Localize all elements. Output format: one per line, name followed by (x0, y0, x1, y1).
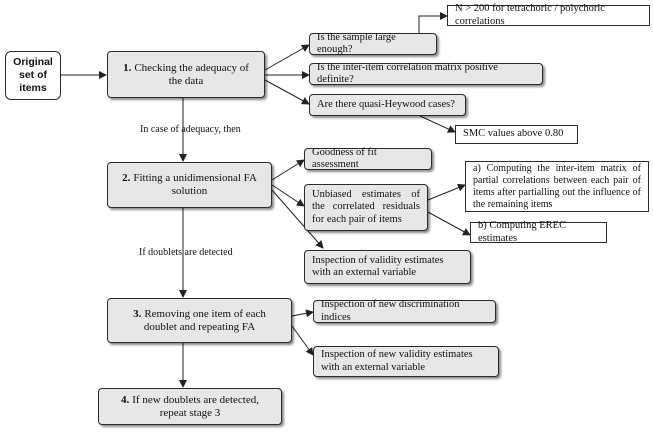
sample-size-question-box: Is the sample large enough? (309, 32, 437, 55)
positive-definite-question-box: Is the inter-item correlation matrix pos… (309, 62, 543, 85)
arrow-sample-to-n200 (418, 12, 448, 33)
doublets-condition-label: If doublets are detected (139, 247, 233, 258)
new-validity-estimates-box: Inspection of new validity estimates wit… (313, 346, 499, 377)
stage-3-box: 3.Removing one item of each doublet and … (107, 298, 292, 343)
stage-4-number: 4. (121, 393, 130, 406)
smc-criterion-box: SMC values above 0.80 (455, 125, 578, 144)
stage-2-number: 2. (122, 172, 131, 184)
stage-4-text: If new doublets are detected, repeat sta… (132, 393, 259, 419)
stage-3-number: 3. (133, 307, 142, 320)
arrow-stage2-to-unbiased (271, 184, 305, 207)
arrow-stage2-to-gof (271, 159, 305, 181)
arrow-stage2-to-validity1 (271, 189, 324, 249)
heywood-question-box: Are there quasi-Heywood cases? (309, 94, 466, 116)
arrow-heywood-to-smc (419, 115, 456, 133)
stage-3-text: Removing one item of each doublet and re… (143, 307, 266, 333)
stage-1-box: 1.Checking the adequacy of the data (107, 51, 265, 98)
stage-1-number: 1. (123, 61, 132, 74)
validity-estimates-box: Inspection of validity estimates with an… (304, 250, 471, 284)
arrow-unbiased-to-partial (427, 183, 466, 201)
adequacy-condition-label: In case of adequacy, then (140, 124, 241, 135)
stage-2-box: 2.Fitting a unidimensional FA solution (107, 162, 272, 208)
arrow-stage3-to-validity2 (291, 325, 314, 356)
arrow-stage1-to-sample (264, 44, 310, 71)
goodness-of-fit-box: Goodness of fit assessment (304, 147, 432, 170)
sample-size-criterion-box: N > 200 for tetrachoric / polychoric cor… (447, 3, 650, 27)
stage-2-text: Fitting a unidimensional FA solution (133, 172, 257, 197)
stage-4-box: 4.If new doublets are detected, repeat s… (98, 388, 282, 425)
stage-1-text: Checking the adequacy of the data (134, 61, 249, 87)
partial-correlations-box: a) Computing the inter-item matrix of pa… (465, 161, 649, 212)
arrow-stage3-to-discrim (291, 309, 314, 318)
erec-estimates-box: b) Computing EREC estimates (470, 220, 607, 244)
unbiased-residuals-box: Unbiased estimates of the correlated res… (304, 184, 428, 231)
discrimination-indices-box: Inspection of new discrimination indices (313, 299, 496, 323)
original-set-of-items-box: Original set of items (5, 51, 61, 100)
arrow-stage1-to-heywood (264, 79, 310, 105)
arrow-unbiased-to-erec (427, 211, 471, 236)
